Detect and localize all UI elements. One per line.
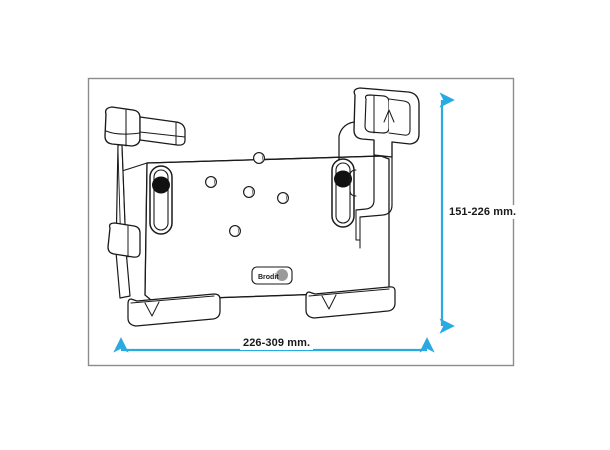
right-adjustment-slot bbox=[331, 158, 355, 228]
mounting-hole bbox=[277, 192, 289, 204]
mounting-holes bbox=[205, 152, 289, 237]
brand-badge: Brodit bbox=[251, 266, 293, 285]
mounting-hole bbox=[243, 186, 255, 198]
horizontal-dimension-label: 226-309 mm. bbox=[240, 336, 314, 350]
brand-badge-text: Brodit bbox=[258, 274, 279, 281]
mounting-hole bbox=[253, 152, 265, 164]
bottom-support-feet bbox=[127, 286, 396, 327]
mounting-hole bbox=[205, 176, 217, 188]
left-slider-knob bbox=[152, 176, 170, 194]
device-illustration: Brodit bbox=[104, 87, 420, 327]
right-clamp-hook bbox=[338, 87, 420, 249]
left-clamp-arm bbox=[104, 106, 186, 299]
right-slider-knob bbox=[334, 170, 352, 188]
mounting-hole bbox=[229, 225, 241, 237]
left-adjustment-slot bbox=[149, 165, 173, 235]
plate-top-edge-extension bbox=[121, 162, 148, 172]
vertical-dimension-label: 151-226 mm. bbox=[446, 205, 520, 219]
